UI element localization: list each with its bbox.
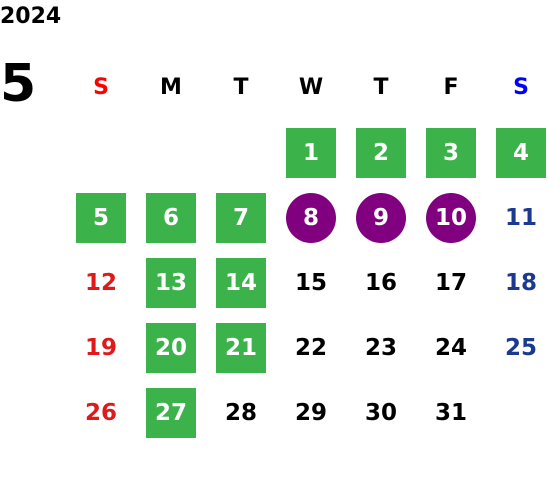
day-number: 27 [146, 387, 196, 438]
weekday-header: F [443, 75, 459, 100]
day-number: 12 [84, 269, 117, 296]
day-number: 16 [364, 269, 397, 296]
day-number: 19 [84, 334, 117, 361]
day-cell[interactable]: 5 [66, 185, 136, 250]
year-label: 2024 [0, 4, 62, 29]
day-number: 13 [146, 257, 196, 308]
day-cell[interactable]: 17 [416, 250, 486, 315]
day-cell[interactable]: 31 [416, 380, 486, 445]
day-cell[interactable]: 20 [136, 315, 206, 380]
month-number: 5 [0, 54, 37, 114]
day-number: 23 [364, 334, 397, 361]
day-number: 22 [294, 334, 327, 361]
weekday-header: W [298, 75, 324, 100]
day-number: 15 [294, 269, 327, 296]
day-cell[interactable]: 13 [136, 250, 206, 315]
day-cell[interactable]: 27 [136, 380, 206, 445]
day-cell[interactable]: 14 [206, 250, 276, 315]
day-cell[interactable]: 6 [136, 185, 206, 250]
day-number: 14 [216, 257, 266, 308]
day-number: 28 [224, 399, 257, 426]
day-cell[interactable]: 16 [346, 250, 416, 315]
day-number: 21 [216, 322, 266, 373]
day-number: 24 [434, 334, 467, 361]
day-cell[interactable]: 25 [486, 315, 548, 380]
day-cell[interactable]: 24 [416, 315, 486, 380]
day-number: 17 [434, 269, 467, 296]
day-number: 9 [356, 192, 406, 243]
weekday-header: S [513, 75, 529, 100]
day-number: 3 [426, 127, 476, 178]
day-number: 26 [84, 399, 117, 426]
day-cell[interactable]: 23 [346, 315, 416, 380]
day-cell[interactable]: 28 [206, 380, 276, 445]
day-cell[interactable]: 26 [66, 380, 136, 445]
day-number: 18 [504, 269, 537, 296]
day-cell[interactable]: 21 [206, 315, 276, 380]
day-number: 2 [356, 127, 406, 178]
day-cell[interactable]: 9 [346, 185, 416, 250]
weekday-header: T [373, 75, 389, 100]
day-cell[interactable]: 30 [346, 380, 416, 445]
day-cell[interactable]: 1 [276, 120, 346, 185]
day-number: 8 [286, 192, 336, 243]
day-number: 7 [216, 192, 266, 243]
day-cell[interactable]: 11 [486, 185, 548, 250]
day-cell[interactable]: 15 [276, 250, 346, 315]
day-cell[interactable]: 22 [276, 315, 346, 380]
day-cell[interactable]: 10 [416, 185, 486, 250]
day-cell[interactable]: 19 [66, 315, 136, 380]
day-number: 20 [146, 322, 196, 373]
day-cell[interactable]: 4 [486, 120, 548, 185]
weekday-header: S [93, 75, 109, 100]
day-cell[interactable]: 12 [66, 250, 136, 315]
day-cell[interactable]: 2 [346, 120, 416, 185]
day-number: 30 [364, 399, 397, 426]
day-cell[interactable]: 29 [276, 380, 346, 445]
day-cell[interactable]: 7 [206, 185, 276, 250]
weekday-header: M [160, 75, 182, 100]
day-number: 11 [504, 204, 537, 231]
day-number: 10 [426, 192, 476, 243]
day-number: 4 [496, 127, 546, 178]
day-cell[interactable]: 8 [276, 185, 346, 250]
day-number: 31 [434, 399, 467, 426]
day-number: 25 [504, 334, 537, 361]
day-number: 29 [294, 399, 327, 426]
day-number: 5 [76, 192, 126, 243]
day-number: 1 [286, 127, 336, 178]
day-number: 6 [146, 192, 196, 243]
weekday-header: T [233, 75, 249, 100]
day-cell[interactable]: 18 [486, 250, 548, 315]
day-cell[interactable]: 3 [416, 120, 486, 185]
